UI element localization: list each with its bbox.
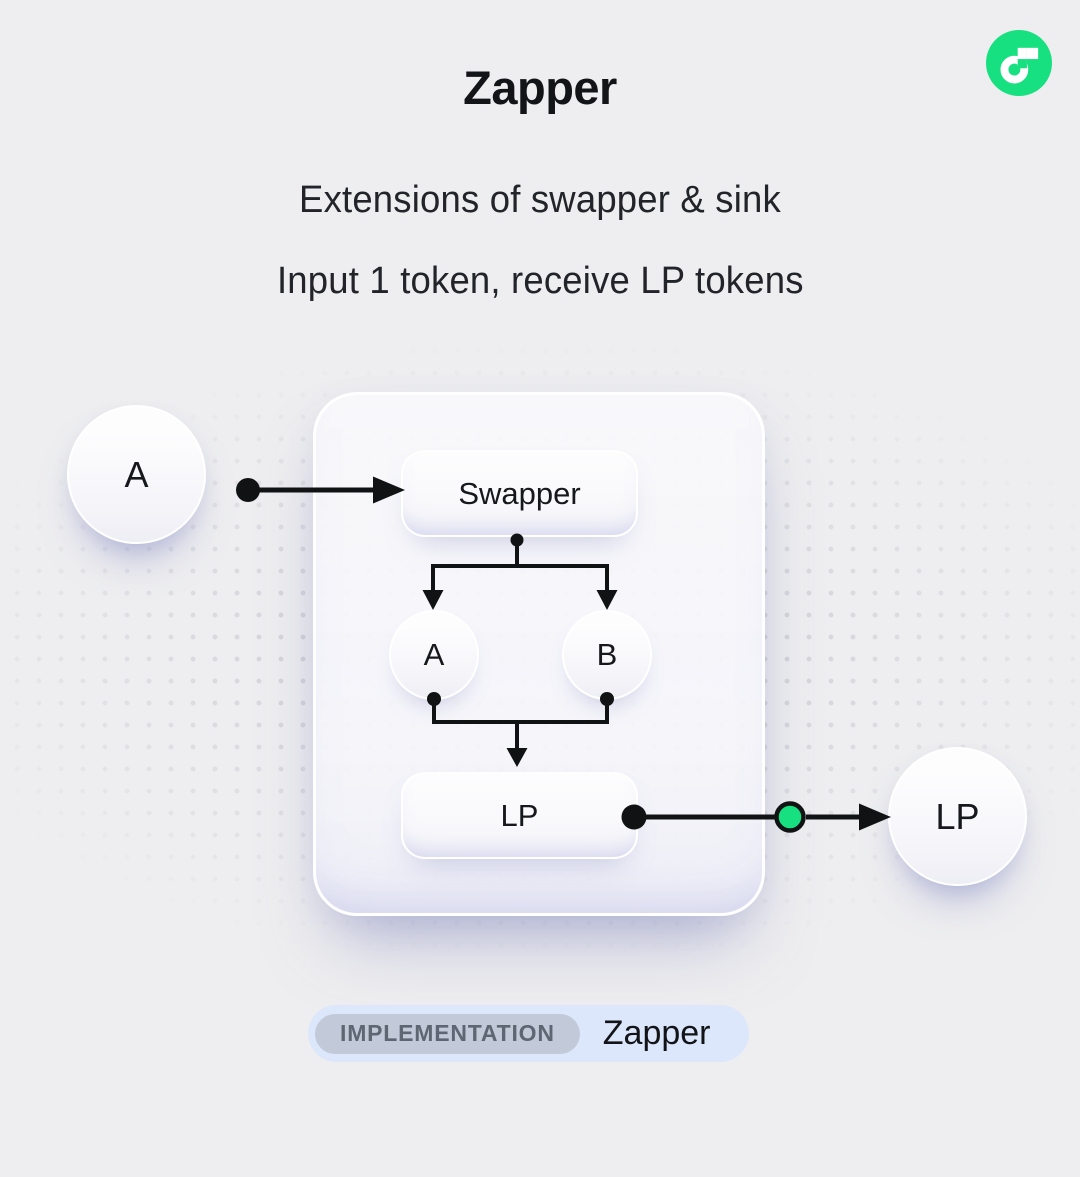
node-token-b: B	[562, 610, 652, 700]
node-lp-box: LP	[401, 772, 638, 859]
node-swapper: Swapper	[401, 450, 638, 537]
node-swapper-label: Swapper	[458, 475, 581, 511]
flow-logo-stem	[1017, 47, 1027, 66]
node-input-token-a-label: A	[124, 453, 149, 495]
implementation-badge-value: Zapper	[602, 1014, 711, 1052]
flow-logo-ring	[1000, 55, 1029, 84]
subtitle-line-2-text: Input 1 token, receive LP tokens	[276, 260, 804, 302]
node-input-token-a: A	[67, 405, 206, 544]
node-token-a: A	[389, 610, 479, 700]
subtitle-line-1: Extensions of swapper & sink	[0, 179, 1080, 222]
implementation-badge-tag: IMPLEMENTATION	[315, 1013, 580, 1054]
flow-logo-square	[1026, 47, 1039, 60]
node-token-b-label: B	[596, 637, 618, 672]
node-lp-output: LP	[888, 747, 1027, 886]
implementation-badge: IMPLEMENTATION Zapper	[308, 1005, 749, 1062]
node-token-a-label: A	[423, 637, 445, 672]
subtitle-line-1-text: Extensions of swapper & sink	[299, 179, 781, 221]
subtitle-line-2: Input 1 token, receive LP tokens	[0, 260, 1080, 303]
flow-logo-notch	[1017, 59, 1027, 69]
node-lp-output-label: LP	[935, 795, 980, 837]
flow-logo-icon	[986, 30, 1052, 96]
node-lp-box-label: LP	[500, 797, 539, 833]
page-title: Zapper	[463, 61, 617, 114]
